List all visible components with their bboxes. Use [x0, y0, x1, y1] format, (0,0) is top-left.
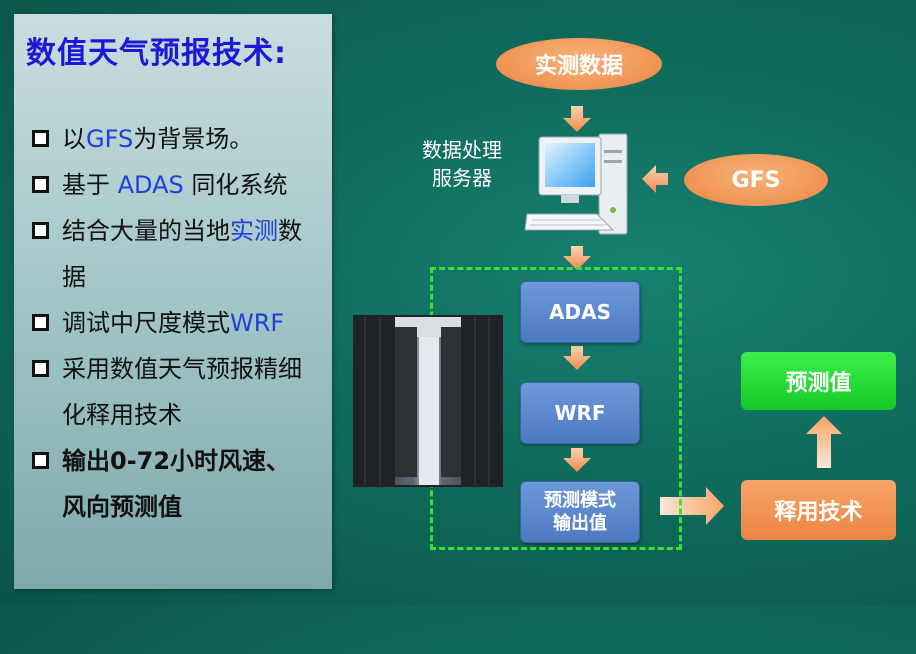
arrow-down-3 — [563, 346, 591, 370]
bullet-output: 输出0-72小时风速、风向预测值 — [28, 438, 328, 530]
arrow-left-gfs — [642, 165, 668, 193]
bullet-text: 以GFS为背景场。 — [62, 125, 254, 153]
checkbox-square-icon — [32, 222, 49, 239]
postprocess-node: 释用技术 — [741, 480, 896, 540]
arrow-down-4 — [563, 448, 591, 472]
gfs-node: GFS — [684, 154, 828, 206]
forecast-node: 预测值 — [741, 352, 896, 410]
bullet-text: 结合大量的当地实测数据 — [62, 217, 302, 291]
wrf-node: WRF — [520, 382, 640, 444]
arrow-right — [660, 487, 724, 525]
model-output-node: 预测模式 输出值 — [520, 481, 640, 543]
computer-icon — [524, 133, 628, 235]
bullet-text: 输出0-72小时风速、风向预测值 — [62, 447, 291, 521]
server-label-line-2: 服务器 — [432, 166, 492, 190]
model-output-line-2: 输出值 — [553, 513, 607, 534]
server-label-line-1: 数据处理 — [422, 138, 502, 162]
server-label: 数据处理 服务器 — [412, 136, 512, 192]
panel-title: 数值天气预报技术: — [26, 36, 287, 71]
arrow-up — [806, 416, 842, 468]
server-room-photo — [353, 315, 503, 487]
bullet-text: 基于 ADAS 同化系统 — [62, 171, 288, 199]
flow-arrows-layer — [524, 106, 842, 525]
arrow-down-2 — [563, 246, 591, 270]
bullet-refinement: 采用数值天气预报精细化释用技术 — [28, 346, 328, 438]
checkbox-square-icon — [32, 314, 49, 331]
observed-data-node: 实测数据 — [496, 38, 662, 90]
checkbox-square-icon — [32, 176, 49, 193]
technology-panel: 数值天气预报技术: 以GFS为背景场。 基于 ADAS 同化系统 结合大量的当地… — [14, 14, 332, 589]
bullet-text: 调试中尺度模式WRF — [62, 309, 285, 337]
model-output-line-1: 预测模式 — [544, 490, 616, 511]
adas-node: ADAS — [520, 281, 640, 343]
bullet-text: 采用数值天气预报精细化释用技术 — [62, 355, 302, 429]
checkbox-square-icon — [32, 130, 49, 147]
checkbox-square-icon — [32, 452, 49, 469]
bullet-local-data: 结合大量的当地实测数据 — [28, 208, 328, 300]
server-room-illustration — [355, 317, 501, 485]
arrow-down-1 — [563, 106, 591, 132]
checkbox-square-icon — [32, 360, 49, 377]
